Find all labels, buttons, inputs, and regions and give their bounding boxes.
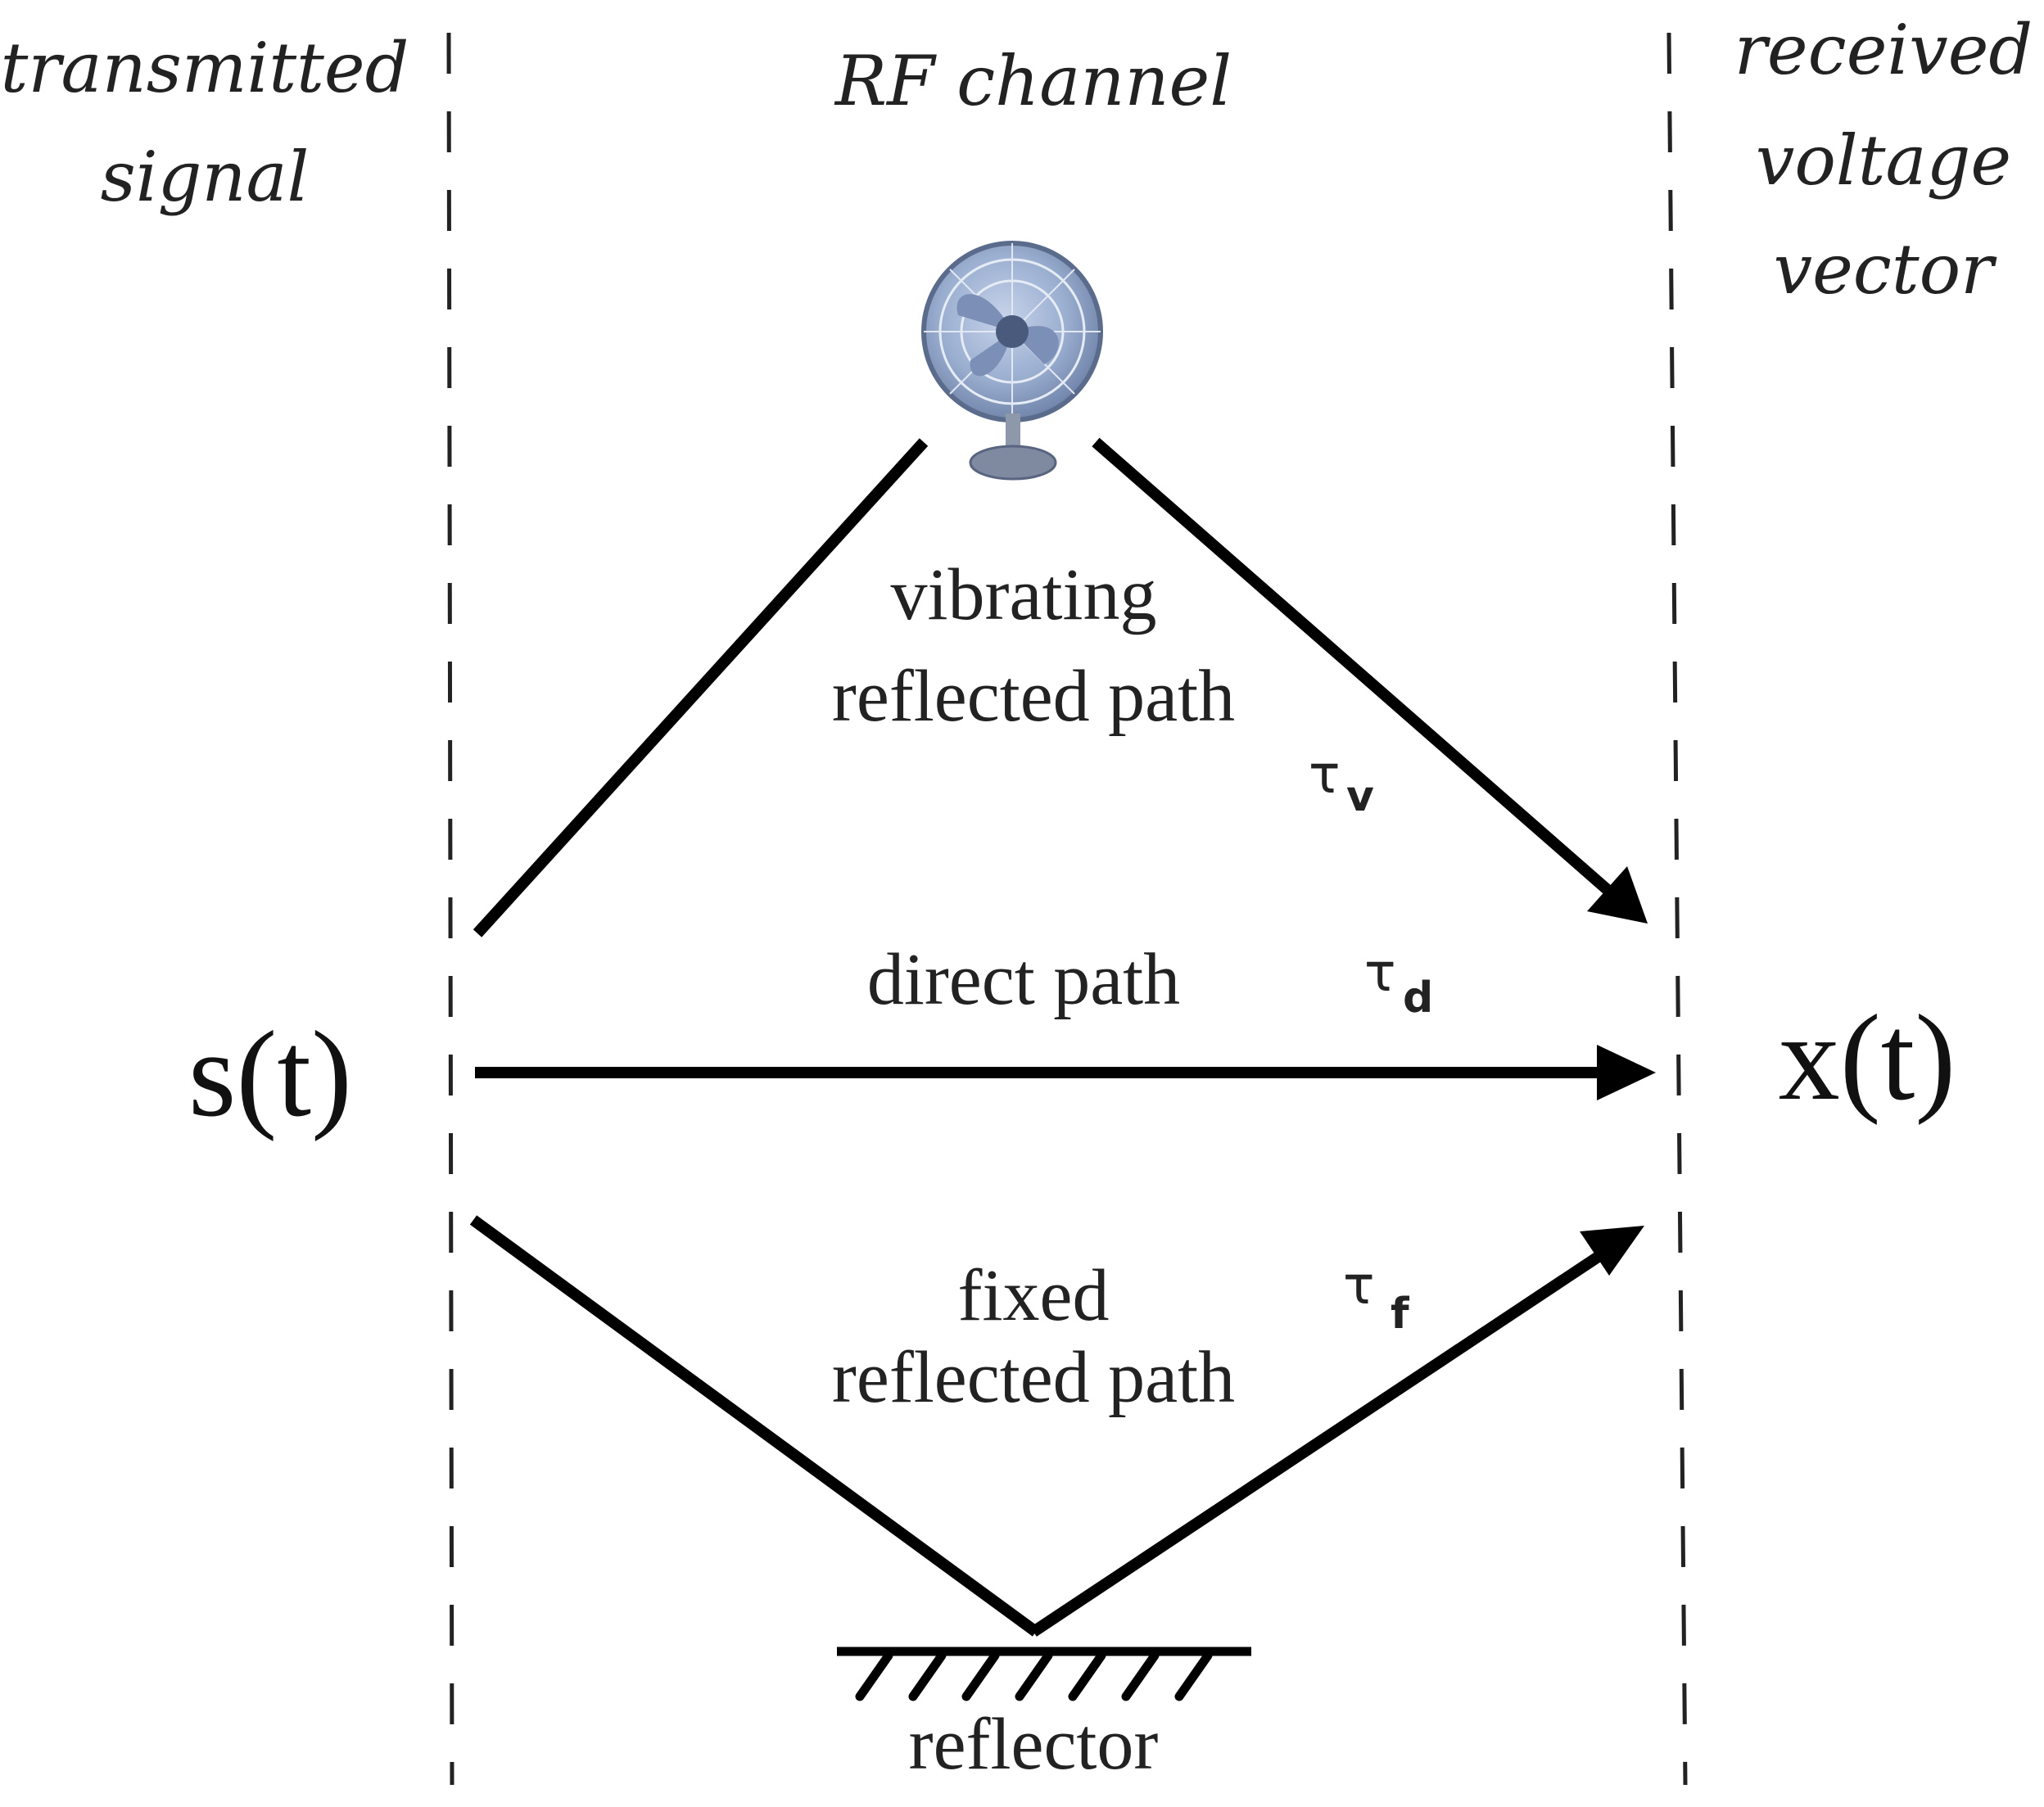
direct-delay-symbol: τ	[1364, 943, 1396, 1004]
fixed-path-label-line2: reflected path	[832, 1337, 1235, 1418]
direct-path-arrowhead	[1597, 1045, 1656, 1100]
header-left-line1: transmitted	[1, 28, 409, 108]
vibrating-path-arrowhead	[1587, 866, 1648, 924]
fixed-delay-subscript: f	[1391, 1290, 1410, 1339]
header-right-line3: vector	[1774, 229, 1998, 309]
transmitter-boundary-line	[446, 32, 454, 1786]
input-signal-label: s(t)	[188, 1006, 352, 1142]
direct-delay-subscript: d	[1403, 974, 1433, 1023]
header-right-line2: voltage	[1756, 120, 2011, 201]
header-center: RF channel	[834, 41, 1232, 121]
vibrating-path-outgoing-line	[1092, 437, 1617, 900]
fixed-path-label-line1: fixed	[958, 1255, 1110, 1336]
header-left-line2: signal	[101, 137, 310, 217]
vibrating-path-incoming-line	[473, 438, 929, 937]
header-right-line1: received	[1734, 10, 2033, 90]
reflector-label: reflector	[909, 1704, 1159, 1785]
fixed-delay-symbol: τ	[1343, 1256, 1375, 1317]
direct-path-label: direct path	[867, 939, 1180, 1020]
reflector-surface	[837, 1647, 1251, 1701]
fan-icon	[921, 241, 1103, 481]
vibrating-path-label-line1: vibrating	[891, 554, 1157, 635]
fixed-path-outgoing-line	[1030, 1246, 1610, 1637]
receiver-boundary-line	[1666, 32, 1688, 1786]
fixed-path-arrowhead	[1580, 1226, 1644, 1276]
vibrating-delay-symbol: τ	[1309, 745, 1341, 806]
output-signal-label: x(t)	[1779, 990, 1956, 1126]
fixed-path-incoming-line	[469, 1215, 1040, 1637]
vibrating-delay-subscript: v	[1346, 772, 1374, 821]
vibrating-path-label-line2: reflected path	[832, 656, 1235, 737]
